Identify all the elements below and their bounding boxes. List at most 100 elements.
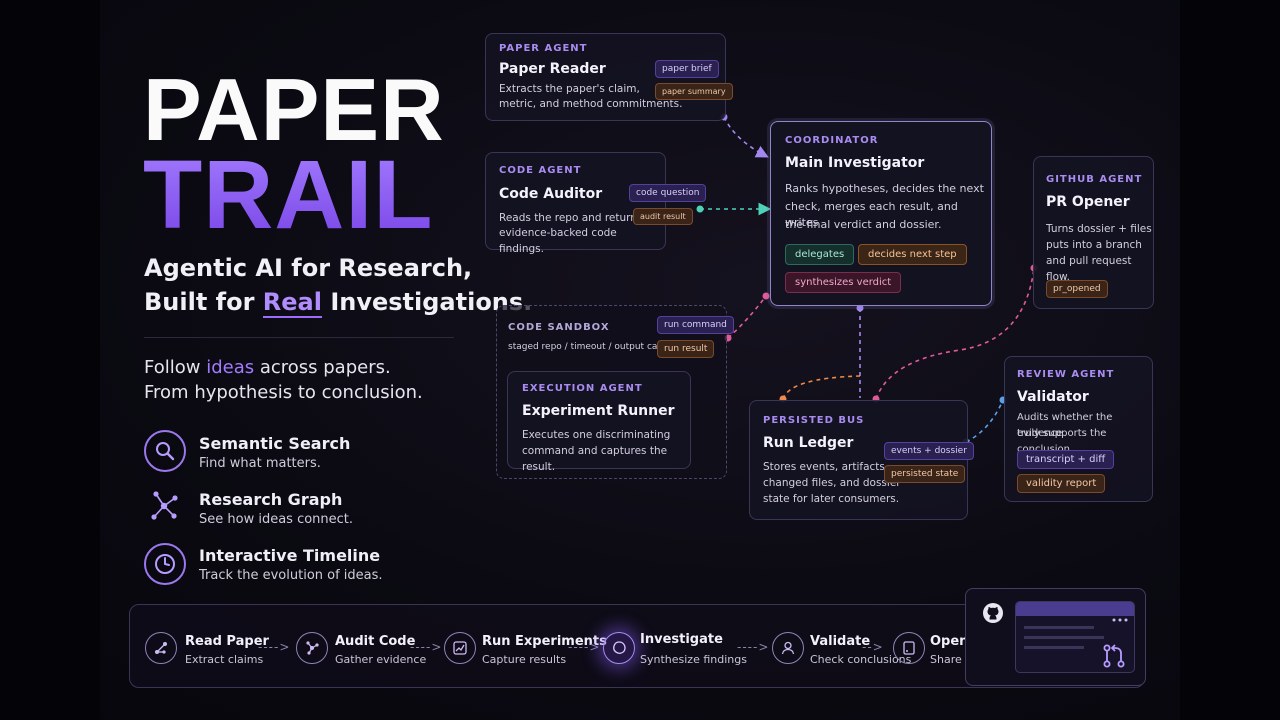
tagline-line1: Agentic AI for Research, [144, 254, 473, 282]
chip-delegates: delegates [785, 244, 855, 265]
step-sub-read: Extract claims [185, 653, 264, 666]
step-sub-investigate: Synthesize findings [640, 653, 747, 666]
title-trail: TRAIL [143, 140, 434, 249]
coordinator-title: Main Investigator [785, 155, 925, 171]
github-agent-desc1: Turns dossier + files [1046, 223, 1152, 235]
chip-paper-brief: paper brief [655, 60, 719, 78]
follow-post: across papers. [254, 357, 391, 378]
window-bar [1016, 602, 1134, 616]
chip-synthesizes-verdict: synthesizes verdict [785, 272, 902, 293]
coordinator-desc2: check, merges each result, and writes [785, 200, 958, 229]
execution-agent-title: Experiment Runner [522, 403, 675, 419]
wire-bus-orange [782, 375, 861, 400]
chip-paper-summary: paper summary [655, 83, 733, 100]
window-dots [1112, 607, 1128, 622]
github-window-mock [1015, 601, 1135, 673]
paper-agent-desc1: Extracts the paper's claim, [499, 83, 640, 95]
card-execution-agent[interactable]: EXECUTION AGENT Experiment Runner Execut… [507, 371, 691, 473]
github-icon [982, 602, 1004, 628]
chip-run-result: run result [657, 340, 715, 358]
bus-desc2: changed files, and dossier [763, 477, 901, 489]
card-review-agent[interactable]: REVIEW AGENT Validator Audits whether th… [1004, 356, 1153, 502]
chip-decides-next-step: decides next step [858, 244, 967, 265]
feature-sub-graph: See how ideas connect. [199, 512, 354, 527]
wire-bus-to-review [965, 399, 1004, 443]
code-agent-desc1: Reads the repo and returns [499, 212, 643, 224]
github-agent-kicker: GITHUB AGENT [1046, 174, 1143, 185]
feature-title-search: Semantic Search [199, 434, 351, 453]
tagline-highlight: Real [262, 288, 322, 318]
audit-icon[interactable] [296, 632, 328, 664]
coordinator-desc1: Ranks hypotheses, decides the next [785, 182, 984, 195]
feature-title-timeline: Interactive Timeline [199, 546, 381, 565]
text-line-2 [1024, 636, 1104, 639]
graph-icon [144, 486, 186, 528]
wire-bus-to-github [875, 267, 1035, 400]
bus-desc1: Stores events, artifacts, [763, 461, 889, 473]
sandbox-desc: staged repo / timeout / output caps [508, 342, 668, 352]
github-panel [965, 588, 1146, 686]
clock-icon [144, 543, 186, 585]
pr-icon[interactable] [893, 632, 925, 664]
chip-transcript-diff: transcript + diff [1017, 450, 1115, 469]
card-github-agent[interactable]: GITHUB AGENT PR Opener Turns dossier + f… [1033, 156, 1154, 309]
paper-agent-kicker: PAPER AGENT [499, 43, 588, 54]
sandbox-kicker: CODE SANDBOX [508, 322, 610, 333]
github-agent-desc2: puts into a branch [1046, 239, 1142, 251]
chip-audit-result: audit result [633, 208, 693, 225]
investigate-icon[interactable] [603, 632, 635, 664]
bus-kicker: PERSISTED BUS [763, 415, 865, 426]
coordinator-desc3: the final verdict and dossier. [785, 218, 942, 231]
card-persisted-bus[interactable]: PERSISTED BUS Run Ledger Stores events, … [749, 400, 974, 520]
validate-icon[interactable] [772, 632, 804, 664]
wire-sandbox-to-coordinator [727, 295, 767, 339]
step-title-audit: Audit Code [335, 634, 416, 649]
follow-pre: Follow [144, 357, 207, 378]
card-coordinator[interactable]: COORDINATOR Main Investigator Ranks hypo… [770, 121, 992, 306]
tagline-line2: Built for Real Investigations. [144, 288, 532, 318]
execution-agent-kicker: EXECUTION AGENT [522, 383, 643, 394]
review-agent-kicker: REVIEW AGENT [1017, 369, 1115, 380]
step-sub-experiments: Capture results [482, 653, 567, 666]
feature-sub-search: Find what matters. [199, 456, 321, 471]
read-icon[interactable] [145, 632, 177, 664]
arrow-5: --> [862, 640, 884, 654]
text-line-1 [1024, 626, 1094, 629]
feature-title-graph: Research Graph [199, 490, 343, 509]
paper-agent-title: Paper Reader [499, 61, 606, 77]
code-agent-kicker: CODE AGENT [499, 165, 582, 176]
review-agent-desc2: truly supports the conclusion. [1017, 428, 1107, 455]
git-merge-icon [1102, 643, 1126, 673]
chip-persisted-state: persisted state [884, 465, 966, 483]
execution-agent-desc2: command and captures the result. [522, 445, 668, 473]
wire-paper-to-coordinator [723, 116, 769, 158]
experiment-icon[interactable] [444, 632, 476, 664]
step-title-experiments: Run Experiments [482, 634, 607, 649]
github-agent-title: PR Opener [1046, 194, 1130, 210]
execution-agent-desc1: Executes one discriminating [522, 429, 671, 441]
step-sub-validate: Check conclusions [810, 653, 912, 666]
follow-line2: From hypothesis to conclusion. [144, 382, 423, 403]
bus-desc3: state for later consumers. [763, 493, 900, 505]
review-agent-desc1: Audits whether the evidence [1017, 412, 1113, 439]
tagline-pre: Built for [144, 288, 263, 316]
coordinator-kicker: COORDINATOR [785, 135, 879, 146]
text-line-3 [1024, 646, 1084, 649]
code-agent-desc2: evidence-backed code findings. [499, 227, 617, 255]
review-agent-title: Validator [1017, 389, 1089, 405]
bus-title: Run Ledger [763, 435, 854, 451]
code-agent-title: Code Auditor [499, 186, 603, 202]
follow-line1: Follow ideas across papers. [144, 357, 391, 378]
chip-code-question: code question [629, 184, 707, 202]
title-paper: PAPER [143, 60, 445, 159]
feature-sub-timeline: Track the evolution of ideas. [199, 568, 383, 583]
step-title-read: Read Paper [185, 634, 269, 649]
paper-agent-desc2: metric, and method commitments. [499, 98, 683, 110]
step-title-validate: Validate [810, 634, 871, 649]
chip-pr-opened: pr_opened [1046, 280, 1108, 298]
hero-divider [144, 337, 454, 338]
card-paper-agent[interactable]: PAPER AGENT Paper Reader Extracts the pa… [485, 33, 733, 121]
arrow-4: ----> [737, 640, 770, 654]
search-icon [144, 430, 186, 472]
